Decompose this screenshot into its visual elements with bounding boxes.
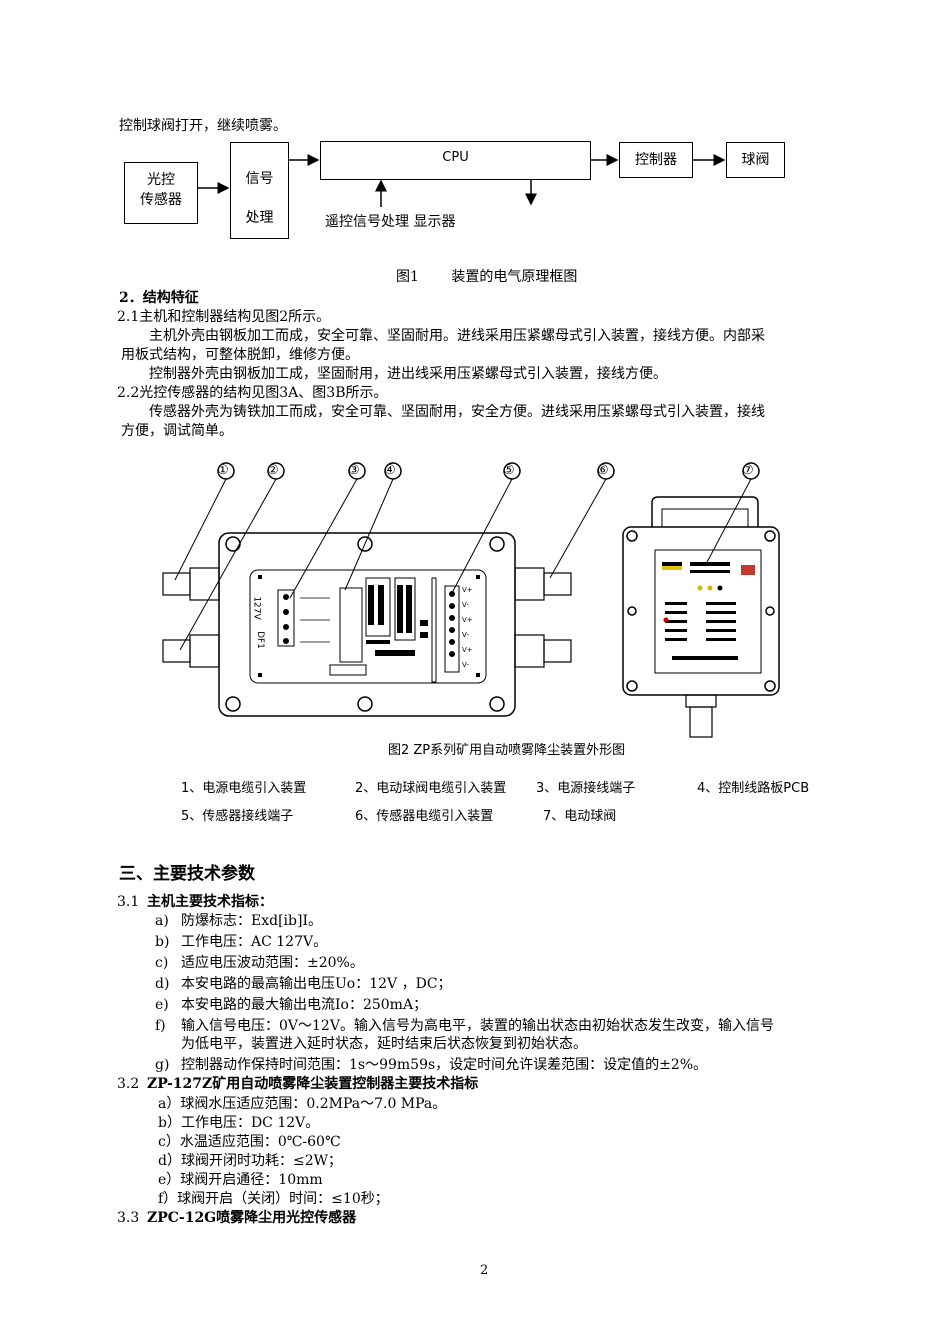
- callout-7: ⑦: [742, 463, 754, 478]
- terminal-label: V-: [462, 631, 469, 639]
- section2-p2: 控制器外壳由钢板加工成，坚固耐用，进出线采用压紧螺母式引入装置，接线方便。: [149, 366, 667, 382]
- intro-line: 控制球阀打开，继续喷雾。: [119, 118, 287, 134]
- cpu-label: CPU: [442, 150, 469, 165]
- callout-1: ①: [217, 463, 229, 478]
- legend-item: 3、电源接线端子: [536, 781, 636, 796]
- sensor-label-1: 光控: [147, 172, 175, 188]
- section3-1-num: 3.1: [117, 894, 140, 910]
- spec-text: 防爆标志：Exd[ib]I。: [181, 913, 322, 929]
- controller-spec: e）球阀开启通径：10mm: [158, 1172, 323, 1188]
- callout-2: ②: [267, 463, 279, 478]
- signal-label-2: 处理: [245, 210, 274, 226]
- section2-2: 2.2光控传感器的结构见图3A、图3B所示。: [117, 385, 388, 401]
- terminal-label: V+: [462, 616, 473, 624]
- spec-text: 控制器动作保持时间范围：1s～99m59s，设定时间允许误差范围：设定值的±2%…: [181, 1057, 708, 1073]
- section3-2-title: ZP-127Z矿用自动喷雾降尘装置控制器主要技术指标: [147, 1076, 479, 1092]
- legend-item: 6、传感器电缆引入装置: [355, 809, 494, 824]
- callout-5: ⑤: [503, 463, 515, 478]
- legend-item: 2、电动球阀电缆引入装置: [355, 781, 507, 796]
- signal-label-1: 信号: [245, 171, 274, 187]
- section2-p3-line1: 传感器外壳为铸铁加工而成，安全可靠、坚固耐用，安全方便。进线采用压紧螺母式引入装…: [149, 404, 765, 420]
- spec-marker: d): [155, 976, 170, 992]
- spec-text: 适应电压波动范围：±20%。: [181, 955, 364, 971]
- sensor-label-2: 传感器: [140, 192, 182, 208]
- valve-box: [726, 142, 785, 178]
- legend-item: 7、电动球阀: [543, 809, 617, 824]
- device-drawing: [162, 462, 780, 738]
- controller-spec: c）水温适应范围：0℃-60℃: [158, 1134, 341, 1150]
- figure2-caption: 图2 ZP系列矿用自动喷雾降尘装置外形图: [388, 743, 626, 758]
- terminal-label: V-: [462, 601, 469, 609]
- cpu-box: [320, 141, 591, 180]
- controller-label: 控制器: [635, 152, 677, 168]
- section2-1: 2.1主机和控制器结构见图2所示。: [117, 309, 331, 325]
- controller-spec: b）工作电压：DC 12V。: [158, 1115, 320, 1131]
- section3-1-title: 主机主要技术指标：: [147, 894, 273, 910]
- spec-text: 为低电平，装置进入延时状态，延时结束后状态恢复到初始状态。: [181, 1036, 587, 1052]
- page-number: 2: [480, 1263, 489, 1278]
- board-label-127v: 127V: [251, 596, 262, 620]
- remote-display-label: 遥控信号处理 显示器: [325, 214, 456, 230]
- diagram-arrows: [198, 154, 726, 207]
- terminal-label: V+: [462, 586, 473, 594]
- section2-p3-line2: 方便，调试简单。: [121, 423, 233, 439]
- spec-text: 工作电压：AC 127V。: [181, 934, 328, 950]
- controller-spec: d）球阀开闭时功耗：≤2W；: [158, 1153, 342, 1169]
- sensor-box: [124, 162, 198, 224]
- controller-spec: f）球阀开启（关闭）时间：≤10秒；: [158, 1191, 389, 1207]
- terminal-label: V+: [462, 646, 473, 654]
- controller-box: [619, 142, 693, 178]
- board-label-df1: DF1: [254, 631, 265, 649]
- spec-marker: g): [155, 1057, 170, 1073]
- signal-box: [230, 142, 289, 239]
- spec-marker: a): [155, 913, 169, 929]
- section3-2-num: 3.2: [117, 1076, 140, 1092]
- callout-4: ④: [384, 463, 396, 478]
- spec-text: 本安电路的最高输出电压Uo：12V ，DC；: [181, 976, 452, 992]
- figure1-caption: 图1 装置的电气原理框图: [396, 269, 578, 285]
- spec-text: 输入信号电压：0V～12V。输入信号为高电平，装置的输出状态由初始状态发生改变，…: [181, 1018, 774, 1034]
- terminal-label: V-: [462, 661, 469, 669]
- section2-p1-line2: 用板式结构，可整体脱卸，维修方便。: [121, 347, 359, 363]
- controller-enclosure: [622, 526, 780, 696]
- spec-marker: c): [155, 955, 169, 971]
- legend-item: 4、控制线路板PCB: [697, 781, 810, 796]
- valve-label: 球阀: [741, 152, 770, 168]
- section2-p1-line1: 主机外壳由钢板加工而成，安全可靠、坚固耐用。进线采用压紧螺母式引入装置，接线方便…: [149, 328, 765, 344]
- controller-spec: a）球阀水压适应范围：0.2MPa～7.0 MPa。: [158, 1096, 447, 1112]
- section3-3-title: ZPC-12G喷雾降尘用光控传感器: [147, 1210, 357, 1226]
- section2-heading: 2．结构特征: [119, 290, 199, 306]
- spec-marker: b): [155, 934, 170, 950]
- callout-3: ③: [348, 463, 360, 478]
- spec-marker: e): [155, 997, 169, 1013]
- section3-3-num: 3.3: [117, 1210, 140, 1226]
- section3-heading: 三、主要技术参数: [119, 864, 255, 884]
- legend-item: 5、传感器接线端子: [181, 809, 294, 824]
- callout-6: ⑥: [597, 463, 609, 478]
- spec-text: 本安电路的最大输出电流Io：250mA；: [181, 997, 428, 1013]
- main-enclosure: [218, 532, 516, 717]
- legend-item: 1、电源电缆引入装置: [181, 781, 307, 796]
- spec-marker: f): [155, 1018, 166, 1034]
